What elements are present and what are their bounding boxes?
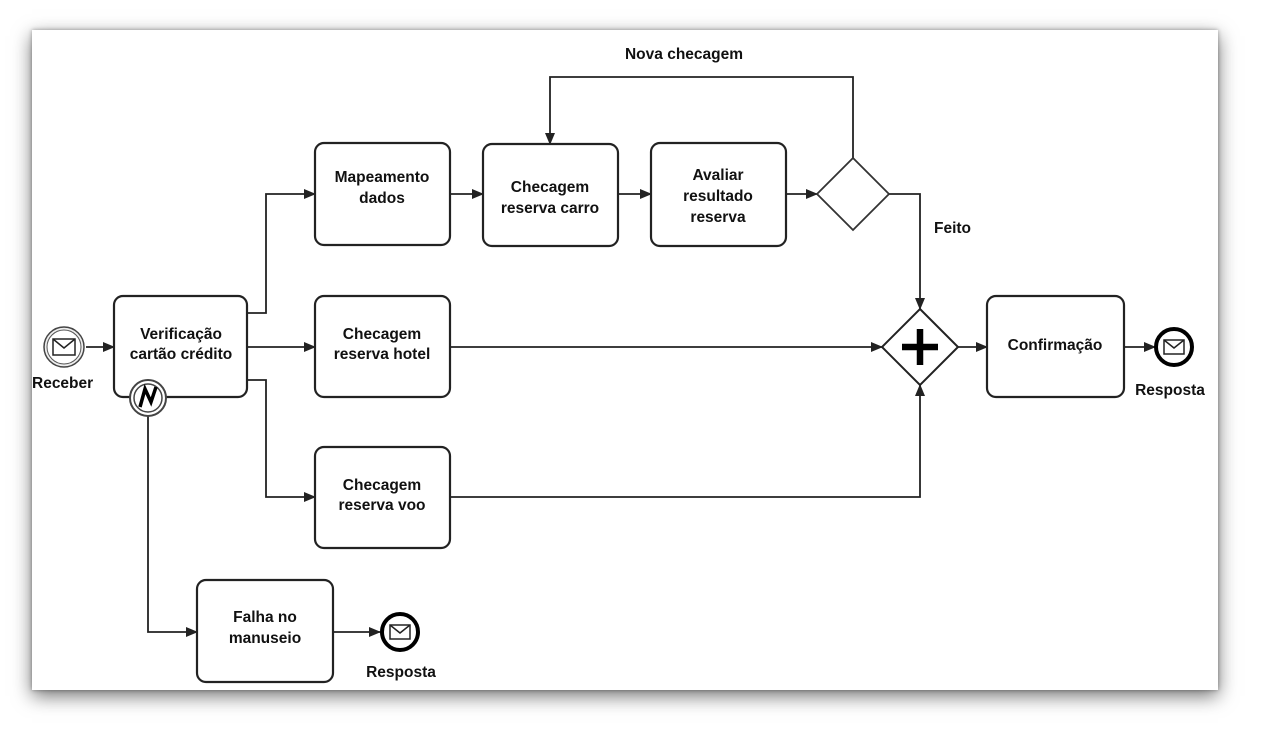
task-falha-no-manuseio[interactable]: Falha no manuseio bbox=[195, 578, 335, 684]
task-label-line: reserva carro bbox=[501, 200, 599, 217]
task-label-line: reserva voo bbox=[338, 497, 425, 514]
flow-feito bbox=[889, 193, 925, 310]
flow-verificacao-to-voo bbox=[247, 379, 316, 502]
exclusive-gateway[interactable] bbox=[815, 156, 891, 232]
task-label-line: Mapeamento bbox=[335, 169, 430, 186]
flow-verificacao-to-mapeamento bbox=[247, 189, 316, 314]
task-label-line: Verificação bbox=[140, 326, 222, 343]
flow-nova-checagem bbox=[545, 76, 854, 158]
task-checagem-reserva-voo[interactable]: Checagem reserva voo bbox=[313, 445, 452, 550]
task-label-line: Checagem bbox=[343, 477, 421, 494]
task-label-line: reserva bbox=[690, 209, 746, 226]
end-event-label: Resposta bbox=[1135, 382, 1205, 399]
envelope-icon bbox=[389, 624, 411, 640]
end-message-event-error[interactable] bbox=[380, 612, 420, 652]
lightning-icon bbox=[138, 383, 158, 408]
task-checagem-reserva-carro[interactable]: Checagem reserva carro bbox=[481, 142, 620, 248]
boundary-error-event[interactable] bbox=[129, 379, 167, 417]
task-label-line: Falha no bbox=[233, 609, 297, 626]
task-confirmacao[interactable]: Confirmação bbox=[985, 294, 1126, 399]
done-flow-label: Feito bbox=[934, 220, 971, 237]
plus-icon bbox=[902, 329, 938, 365]
task-label-line: Checagem bbox=[511, 179, 589, 196]
task-label-line: cartão crédito bbox=[130, 346, 233, 363]
end-message-event-main[interactable] bbox=[1154, 327, 1194, 367]
flow-voo-to-join bbox=[450, 384, 925, 498]
task-label-line: Checagem bbox=[343, 326, 421, 343]
start-event-label: Receber bbox=[32, 375, 93, 392]
envelope-icon bbox=[1163, 339, 1185, 355]
parallel-gateway[interactable] bbox=[880, 307, 960, 387]
task-checagem-reserva-hotel[interactable]: Checagem reserva hotel bbox=[313, 294, 452, 399]
task-avaliar-resultado-reserva[interactable]: Avaliar resultado reserva bbox=[649, 141, 788, 248]
sequence-flows bbox=[86, 76, 1156, 637]
task-label-line: Avaliar bbox=[692, 167, 743, 184]
loop-flow-label: Nova checagem bbox=[625, 46, 743, 63]
task-verificacao-cartao[interactable]: Verificação cartão crédito bbox=[112, 294, 249, 399]
task-label-line: resultado bbox=[683, 188, 753, 205]
envelope-icon bbox=[52, 338, 76, 356]
task-label-line: reserva hotel bbox=[334, 346, 431, 363]
task-label-line: Confirmação bbox=[1008, 337, 1103, 354]
task-mapeamento-dados[interactable]: Mapeamento dados bbox=[313, 141, 452, 247]
end-event-label: Resposta bbox=[366, 664, 436, 681]
flow-error-to-falha bbox=[147, 416, 198, 637]
start-message-event[interactable] bbox=[43, 326, 85, 368]
task-label-line: dados bbox=[359, 190, 405, 207]
task-label-line: manuseio bbox=[229, 630, 301, 647]
